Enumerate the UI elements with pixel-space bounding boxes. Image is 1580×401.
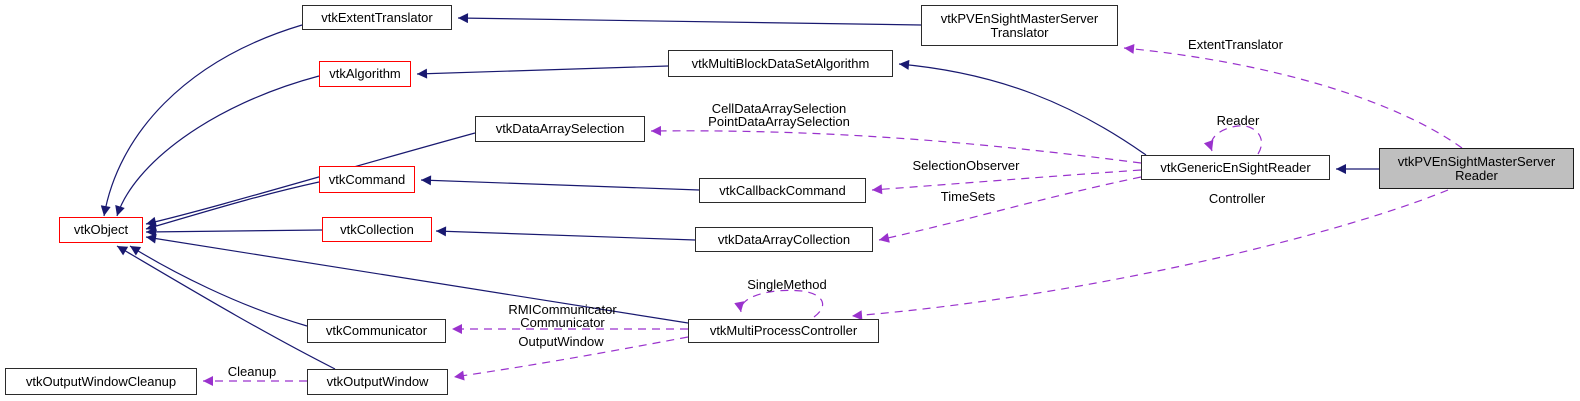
node-vtkPVEnSightMasterServerTranslator[interactable]: vtkPVEnSightMasterServer Translator xyxy=(921,5,1118,46)
node-vtkPVEnSightMasterServerReader: vtkPVEnSightMasterServer Reader xyxy=(1379,148,1574,189)
edge-inherit-multiblock-to-algorithm xyxy=(416,65,669,79)
edge-label-timesets: TimeSets xyxy=(940,189,996,204)
edge-inherit-datacollection-to-collection xyxy=(435,226,696,241)
edge-usage-extenttranslator xyxy=(1123,43,1463,149)
node-vtkAlgorithm[interactable]: vtkAlgorithm xyxy=(319,61,411,87)
node-vtkDataArraySelection[interactable]: vtkDataArraySelection xyxy=(475,116,645,142)
edge-inherit-dataselection-to-object xyxy=(145,132,476,227)
edge-label-outputwindow: OutputWindow xyxy=(518,334,604,349)
node-vtkExtentTranslator[interactable]: vtkExtentTranslator xyxy=(302,5,452,30)
edge-usage-reader-selfloop xyxy=(1203,125,1263,155)
edge-usage-outputwindow xyxy=(453,336,689,381)
edge-inherit-multiprocess-to-object xyxy=(145,233,689,324)
node-vtkCommand[interactable]: vtkCommand xyxy=(319,166,415,193)
edge-label-singlemethod: SingleMethod xyxy=(747,277,827,292)
edge-label-celldata-pointdata: CellDataArraySelection PointDataArraySel… xyxy=(708,101,850,129)
edge-inherit-extenttranslator-to-object xyxy=(100,24,303,217)
node-vtkMultiProcessController[interactable]: vtkMultiProcessController xyxy=(688,319,879,343)
edge-label-cleanup: Cleanup xyxy=(227,364,277,379)
edge-inherit-algorithm-to-object xyxy=(115,75,320,217)
edge-inherit-genericreader-to-multiblock xyxy=(898,59,1147,156)
node-vtkMultiBlockDataSetAlgorithm[interactable]: vtkMultiBlockDataSetAlgorithm xyxy=(668,50,893,77)
edge-label-extenttranslator: ExtentTranslator xyxy=(1188,37,1283,52)
edge-inherit-command-to-object xyxy=(145,181,320,232)
edge-usage-dataarrayselection xyxy=(650,125,1142,164)
node-vtkGenericEnSightReader[interactable]: vtkGenericEnSightReader xyxy=(1141,155,1330,180)
edge-inherit-outputwindow-to-object xyxy=(116,245,336,370)
node-vtkCommunicator[interactable]: vtkCommunicator xyxy=(307,319,446,343)
edge-label-reader: Reader xyxy=(1216,113,1260,128)
edge-inherit-translator-to-extenttranslator xyxy=(457,13,922,26)
node-vtkObject[interactable]: vtkObject xyxy=(59,217,143,243)
edge-usage-singlemethod-selfloop xyxy=(734,289,824,318)
edge-label-controller: Controller xyxy=(1208,191,1266,206)
node-vtkCollection[interactable]: vtkCollection xyxy=(322,217,432,242)
edge-label-rmicommunicator-communicator: RMICommunicator Communicator xyxy=(508,302,617,330)
edge-usage-controller xyxy=(851,189,1449,321)
node-vtkCallbackCommand[interactable]: vtkCallbackCommand xyxy=(699,178,866,203)
edge-inherit-callback-to-command xyxy=(420,175,700,191)
edge-inherit-collection-to-object xyxy=(145,226,323,237)
node-vtkOutputWindow[interactable]: vtkOutputWindow xyxy=(307,369,448,395)
edge-usage-timesets xyxy=(878,176,1142,243)
node-vtkOutputWindowCleanup[interactable]: vtkOutputWindowCleanup xyxy=(5,368,197,395)
node-vtkDataArrayCollection[interactable]: vtkDataArrayCollection xyxy=(695,227,873,252)
edge-label-selectionobserver: SelectionObserver xyxy=(912,158,1020,173)
edge-inherit-communicator-to-object xyxy=(129,245,308,327)
edge-usage-selectionobserver xyxy=(871,169,1142,195)
